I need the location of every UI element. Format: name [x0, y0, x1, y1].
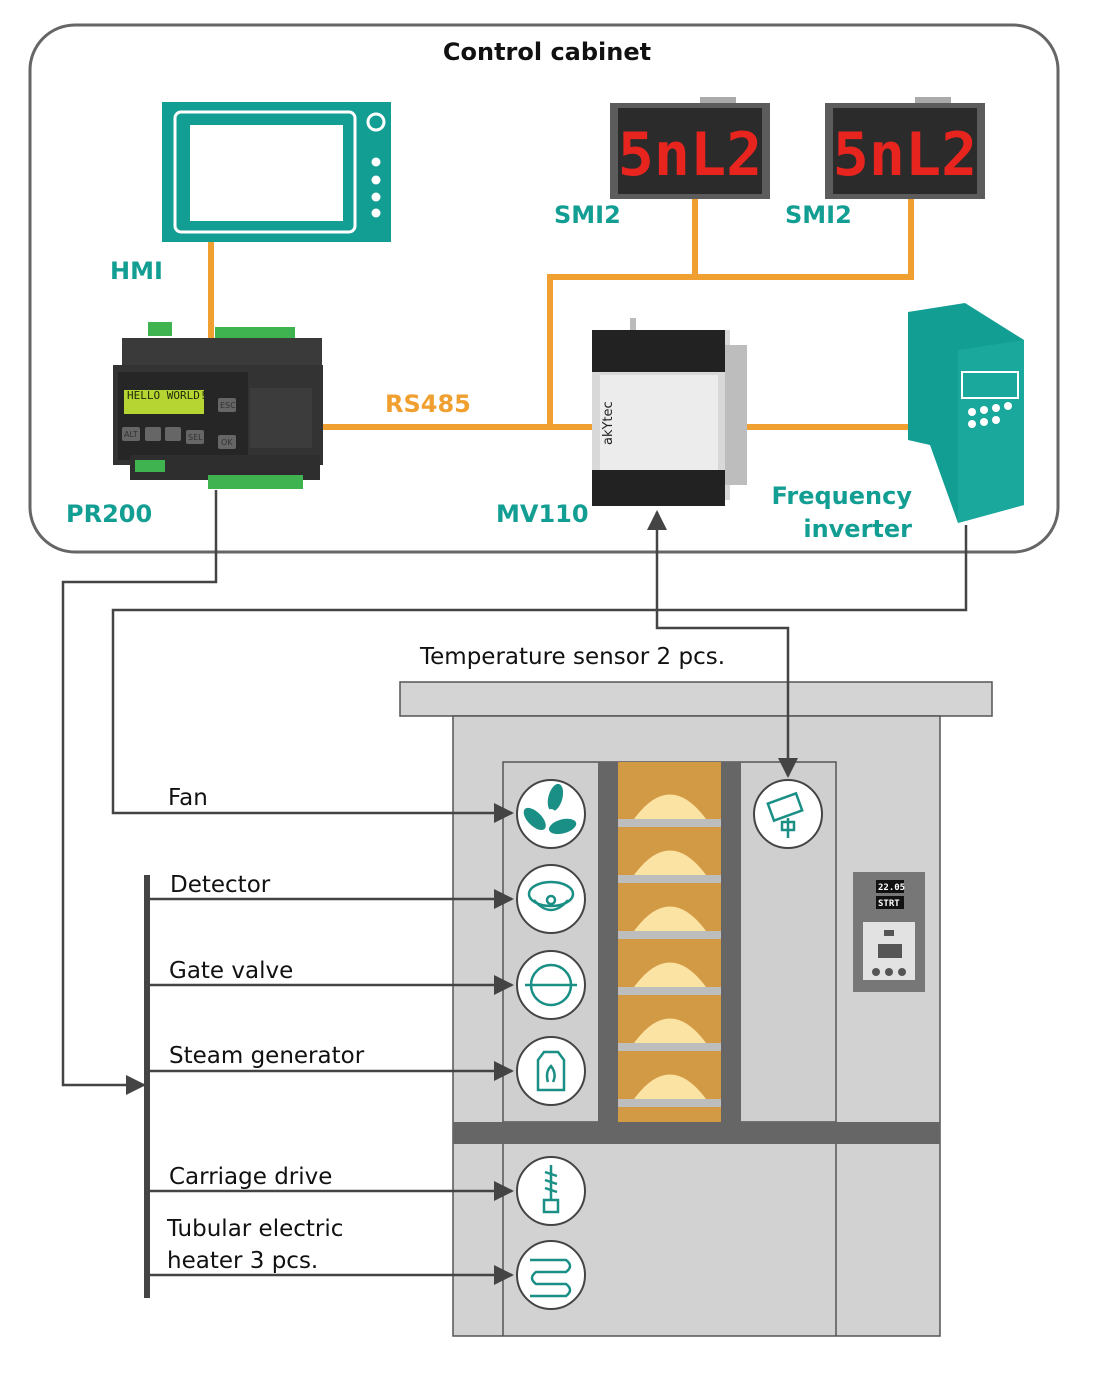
oven-control-panel: 22.05 STRT — [853, 872, 925, 992]
temperature-sensor-label: Temperature sensor 2 pcs. — [419, 644, 725, 670]
smi2-display-left: 5nL2 — [610, 97, 770, 199]
freq-inverter-label-1: Frequency — [772, 482, 913, 510]
heater-label-line2: heater 3 pcs. — [167, 1248, 318, 1274]
oven: 22.05 STRT — [399, 681, 993, 1337]
carriage-drive-label: Carriage drive — [169, 1164, 332, 1190]
steam-generator-icon — [516, 1036, 586, 1106]
pr200-btn-ok: OK — [221, 438, 233, 447]
gate-valve-icon — [516, 950, 586, 1020]
mv110-label: MV110 — [496, 500, 589, 528]
detector-icon — [516, 864, 586, 934]
smi2-right-label: SMI2 — [785, 201, 852, 229]
pr200-btn-sel: SEL — [188, 433, 203, 442]
mv110-brand: akYtec — [601, 401, 616, 445]
frequency-inverter — [908, 303, 1024, 523]
smi2-left-label: SMI2 — [554, 201, 621, 229]
heater-label-line1: Tubular electric — [166, 1216, 343, 1242]
gate-valve-label: Gate valve — [169, 958, 293, 984]
pr200-label: PR200 — [66, 500, 152, 528]
cabinet-title: Control cabinet — [443, 38, 651, 66]
field-wiring — [61, 490, 968, 1298]
pr200-controller: HELLO WORLD! ESC ALT SEL OK — [113, 322, 323, 489]
pr200-btn-alt: ALT — [124, 430, 138, 439]
smi2-display-right: 5nL2 — [825, 97, 985, 199]
panel-display-top: 22.05 — [878, 883, 905, 893]
heater-icon — [516, 1240, 586, 1310]
fan-icon — [516, 779, 586, 849]
freq-inverter-label-2: inverter — [803, 515, 912, 543]
pr200-lcd-text: HELLO WORLD! — [127, 389, 206, 402]
rs485-bus-wires — [208, 195, 914, 430]
rs485-label: RS485 — [385, 390, 471, 418]
hmi-device — [162, 102, 391, 242]
detector-label: Detector — [170, 872, 271, 898]
pr200-keypad: ESC ALT SEL OK — [122, 398, 236, 449]
temperature-sensor-icon — [753, 779, 823, 849]
mv110-module: akYtec — [592, 318, 747, 506]
smi2-left-digits: 5nL2 — [618, 120, 763, 190]
bread-trays — [618, 794, 721, 1107]
fan-label: Fan — [168, 785, 208, 811]
panel-display-bottom: STRT — [878, 899, 900, 909]
pr200-btn-esc: ESC — [220, 401, 236, 410]
smi2-right-digits: 5nL2 — [833, 120, 978, 190]
hmi-label: HMI — [110, 257, 163, 285]
carriage-drive-icon — [516, 1156, 586, 1226]
steam-generator-label: Steam generator — [169, 1043, 365, 1069]
